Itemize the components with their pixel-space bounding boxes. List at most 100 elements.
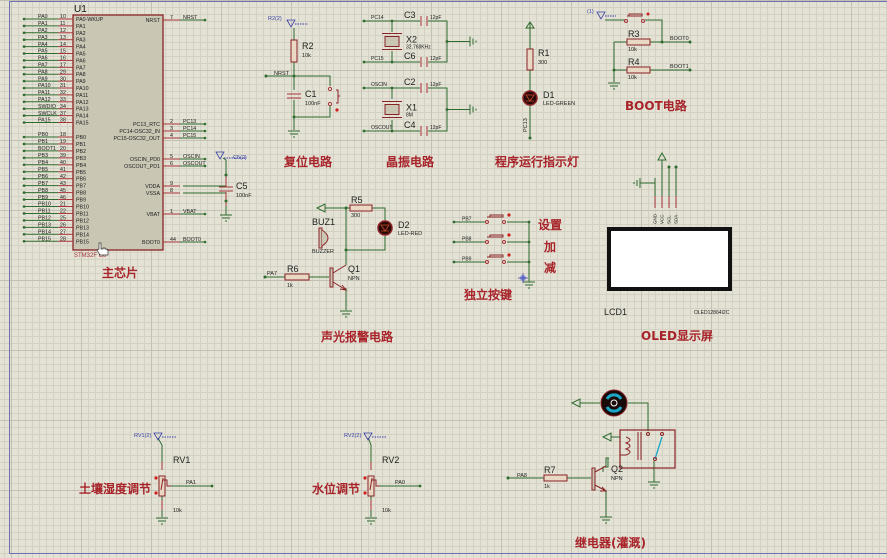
r3-value: 10k	[628, 47, 637, 53]
net-label: NRST	[183, 15, 198, 21]
key-button-pb8[interactable]: PB8	[452, 233, 531, 244]
c1-capacitor[interactable]	[287, 93, 301, 99]
voltage-probe-icon[interactable]	[215, 151, 246, 160]
ground-icon	[648, 481, 660, 489]
relay[interactable]	[619, 429, 676, 469]
alarm-circuit[interactable]: R5 300 D2 LED-RED BUZ1 BUZZER PA7 R6 1k …	[263, 195, 423, 318]
voltage-probe-icon[interactable]	[153, 432, 163, 441]
pot-ref: RV1	[173, 455, 190, 465]
r7-resistor[interactable]	[543, 474, 568, 482]
q1-transistor[interactable]	[329, 264, 348, 291]
boot-circuit[interactable]: (1) R3 10k R4 10k BOOT0 BOOT1	[587, 9, 692, 90]
key-button-pb7[interactable]: PB7	[452, 213, 531, 224]
pin-name: VSSA	[146, 191, 161, 197]
pin-name: BOOT0	[142, 240, 160, 246]
voltage-probe-icon[interactable]	[286, 19, 308, 28]
pin-name: PA5	[76, 52, 86, 58]
net-label: SWDIO	[38, 104, 56, 110]
d2-led[interactable]	[377, 220, 393, 236]
reset-circuit[interactable]: R2(2) R2 10k NRST C1 100nF	[264, 16, 341, 138]
q2-transistor[interactable]	[591, 457, 609, 492]
key-button-pb9[interactable]: PB9	[452, 253, 531, 264]
r1-resistor[interactable]	[526, 48, 534, 71]
pot-ref: RV2	[382, 455, 399, 465]
pump-motor[interactable]	[600, 389, 628, 417]
r3-resistor[interactable]	[626, 38, 651, 46]
voltage-probe-icon[interactable]	[363, 432, 373, 441]
net-label: PA0	[38, 14, 48, 20]
boot-switch[interactable]	[624, 12, 650, 23]
r2-resistor[interactable]	[290, 39, 298, 63]
reset-button[interactable]	[327, 86, 340, 112]
voltage-probe-icon[interactable]	[596, 11, 616, 20]
d1-led[interactable]	[522, 90, 538, 106]
r5-resistor[interactable]	[349, 204, 373, 212]
mcu-body[interactable]	[72, 14, 164, 251]
c5-capacitor[interactable]: C5 100nF C5(2)	[183, 151, 252, 222]
pin-name: PA15	[76, 121, 89, 127]
r6-resistor[interactable]	[284, 273, 310, 281]
c1-ref: C1	[305, 89, 317, 99]
oled-screen[interactable]	[607, 227, 732, 291]
boot-probe-label: (1)	[587, 9, 594, 15]
r4-resistor[interactable]	[626, 66, 651, 74]
relay-circuit[interactable]: PA8 R7 1k Q2 NPN	[506, 389, 676, 524]
buzzer[interactable]	[318, 227, 346, 249]
r3-ref: R3	[628, 29, 640, 39]
r4-ref: R4	[628, 57, 640, 67]
q2-value: NPN	[611, 476, 623, 482]
run-led-circuit[interactable]: R1 300 D1 LED-GREEN PC13	[522, 21, 575, 140]
